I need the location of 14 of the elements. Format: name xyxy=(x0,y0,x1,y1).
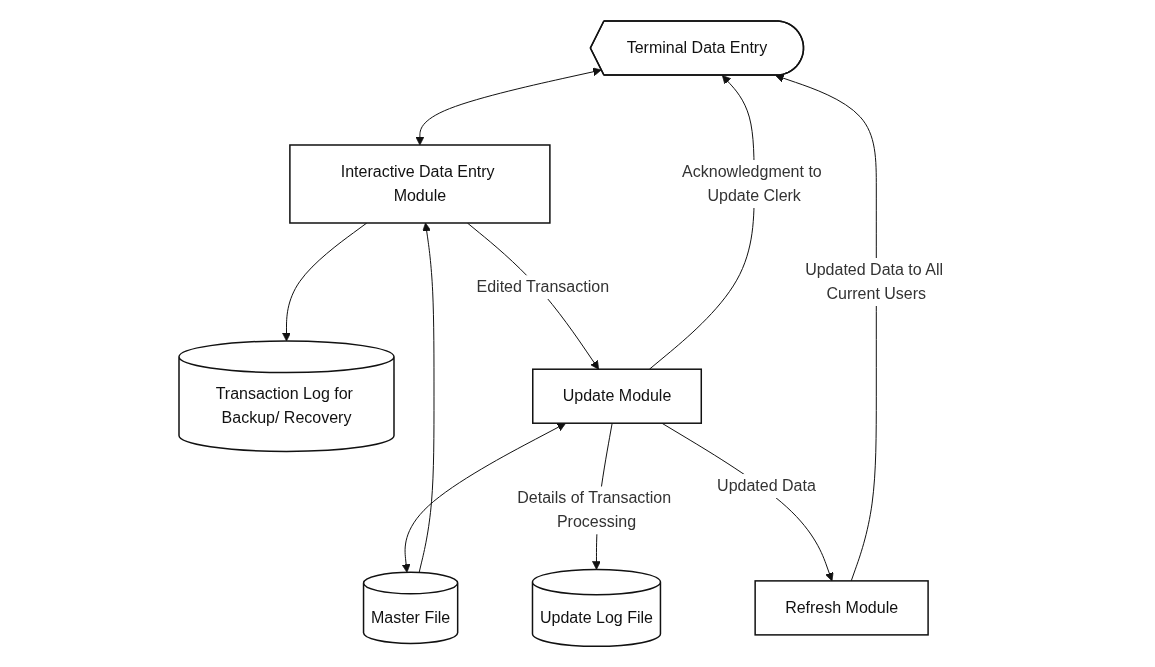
edge-label: Details of Transaction Processing xyxy=(517,489,672,531)
arrow xyxy=(401,422,566,573)
arrow xyxy=(281,222,368,342)
edge-label: Updated Data to All Current Users xyxy=(804,260,943,302)
edge-label: Edited Transaction xyxy=(476,277,609,295)
node-box: Interactive Data Entry Module xyxy=(289,144,551,224)
edge-label: Acknowledgment to Update Clerk xyxy=(681,162,822,204)
edge-label: Updated Data xyxy=(716,476,816,494)
arrow xyxy=(775,73,877,582)
arrow xyxy=(415,67,602,146)
arrow xyxy=(661,422,834,582)
node-box: Refresh Module xyxy=(754,579,929,636)
arrow xyxy=(418,222,435,573)
node-box: Update Module xyxy=(531,368,702,424)
